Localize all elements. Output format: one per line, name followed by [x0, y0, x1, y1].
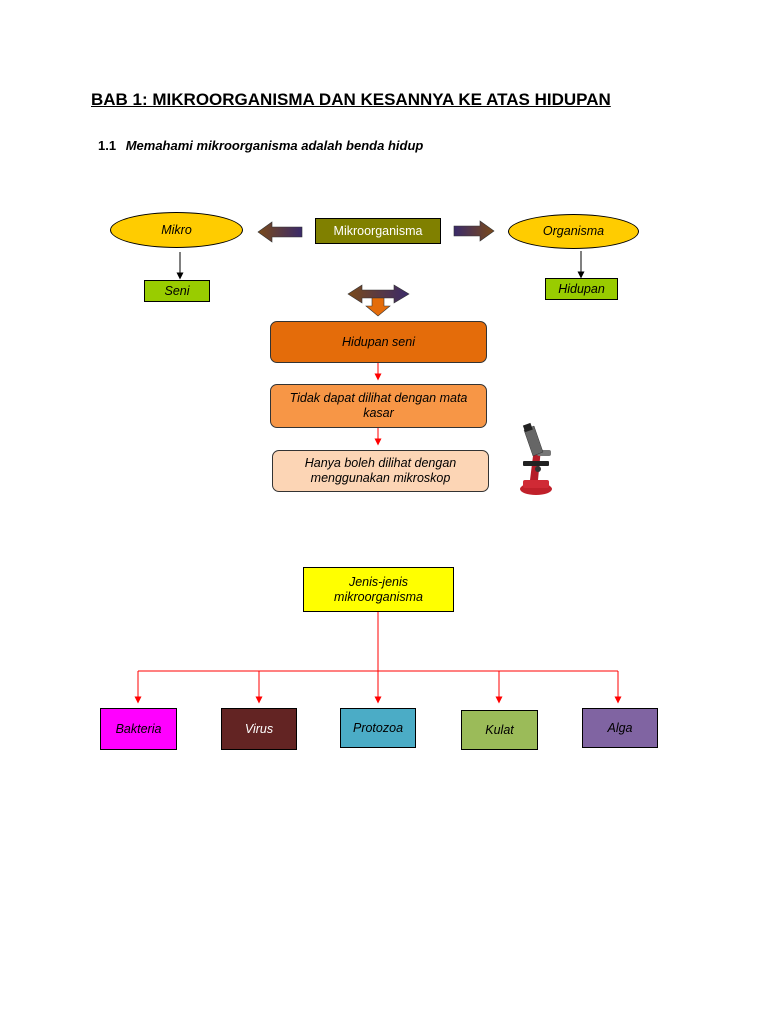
tidak-dapat-dilihat-box: Tidak dapat dilihat dengan mata kasar [270, 384, 487, 428]
mikro-oval: Mikro [110, 212, 243, 248]
organisma-oval: Organisma [508, 214, 639, 249]
arrow-left-shape [257, 221, 303, 243]
hanya-boleh-dilihat-box: Hanya boleh dilihat dengan menggunakan m… [272, 450, 489, 492]
jenis-mikroorganisma-box: Jenis-jenis mikroorganisma [303, 567, 454, 612]
virus-box: Virus [221, 708, 297, 750]
microscope-icon [520, 422, 552, 495]
section-heading: 1.1 Memahami mikroorganisma adalah benda… [98, 138, 423, 153]
section-title: Memahami mikroorganisma adalah benda hid… [125, 138, 424, 153]
document-title: BAB 1: MIKROORGANISMA DAN KESANNYA KE AT… [91, 90, 611, 109]
hidupan-box: Hidupan [545, 278, 618, 300]
seni-box: Seni [144, 280, 210, 302]
protozoa-box: Protozoa [340, 708, 416, 748]
merge-arrow-shape [347, 284, 410, 317]
hidupan-seni-box: Hidupan seni [270, 321, 487, 363]
bakteria-box: Bakteria [100, 708, 177, 750]
alga-box: Alga [582, 708, 658, 748]
section-number: 1.1 [98, 138, 117, 153]
kulat-box: Kulat [461, 710, 538, 750]
arrow-right-shape [453, 220, 495, 242]
mikroorganisma-box: Mikroorganisma [315, 218, 441, 244]
